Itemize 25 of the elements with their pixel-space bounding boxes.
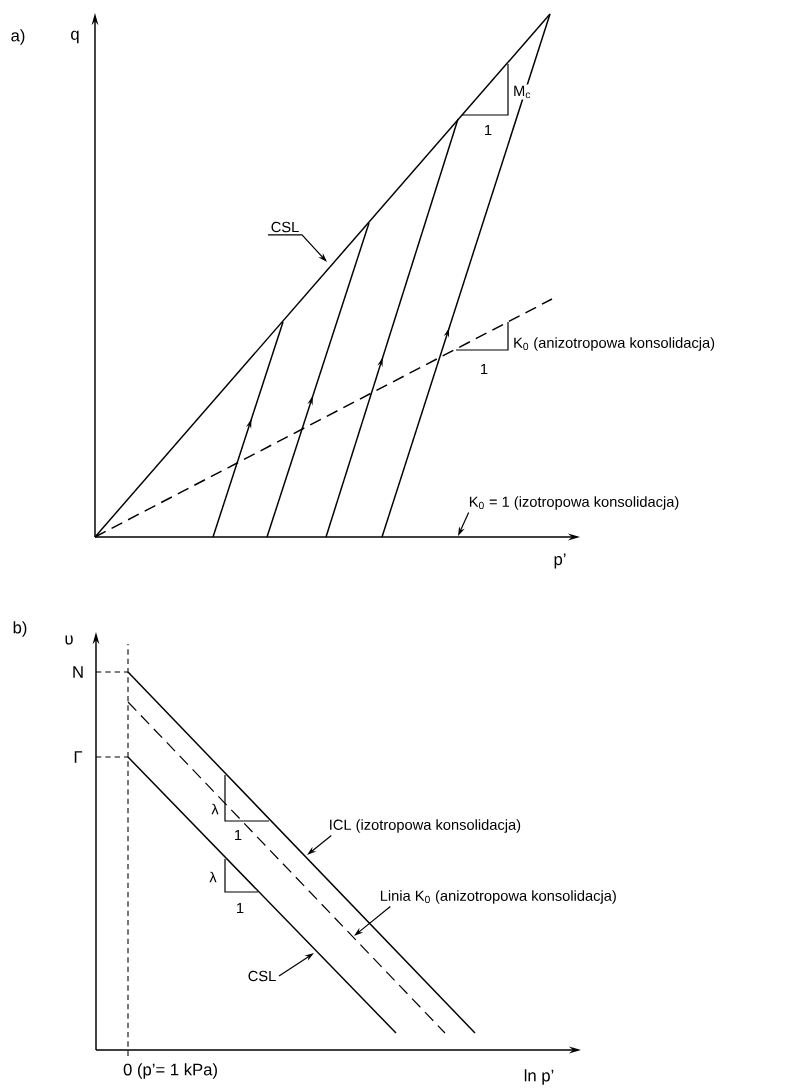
slope-label: λ	[208, 870, 218, 884]
leader-line	[267, 234, 327, 262]
axis-label: p’	[552, 552, 568, 570]
slope-label: 1	[234, 901, 246, 915]
line-label: K$_{0}$ (anizotropowa konsolidacja)	[511, 335, 717, 353]
axis-value: Γ	[72, 749, 84, 765]
leader-text: K$_{0}$ = 1 (izotropowa konsolidacja)	[469, 496, 679, 510]
slope-label: 1	[478, 362, 490, 376]
slope-label: λ	[210, 802, 220, 816]
slope-label: M$_{c}$	[511, 84, 533, 100]
leader-line	[354, 906, 391, 936]
slope-label: 1	[482, 123, 494, 137]
axis-label: q	[69, 29, 81, 45]
axis-label: ln p’	[522, 1067, 556, 1087]
axis-value: 0 (p’= 1 kPa)	[121, 1061, 220, 1081]
leader-line	[307, 835, 332, 855]
leader-text: ICL (izotropowa konsolidacja)	[330, 819, 521, 833]
leader-text: CSL	[248, 970, 276, 982]
slope-label: 1	[232, 828, 244, 842]
axis-label: υ	[63, 634, 75, 646]
panel-label: a)	[9, 27, 27, 47]
axis-value: N	[70, 664, 86, 680]
panel-label: b)	[11, 619, 29, 639]
leader-text: Linia K$_{0}$ (anizotropowa konsolidacja)	[380, 890, 616, 904]
leader-text: CSL	[271, 221, 299, 233]
